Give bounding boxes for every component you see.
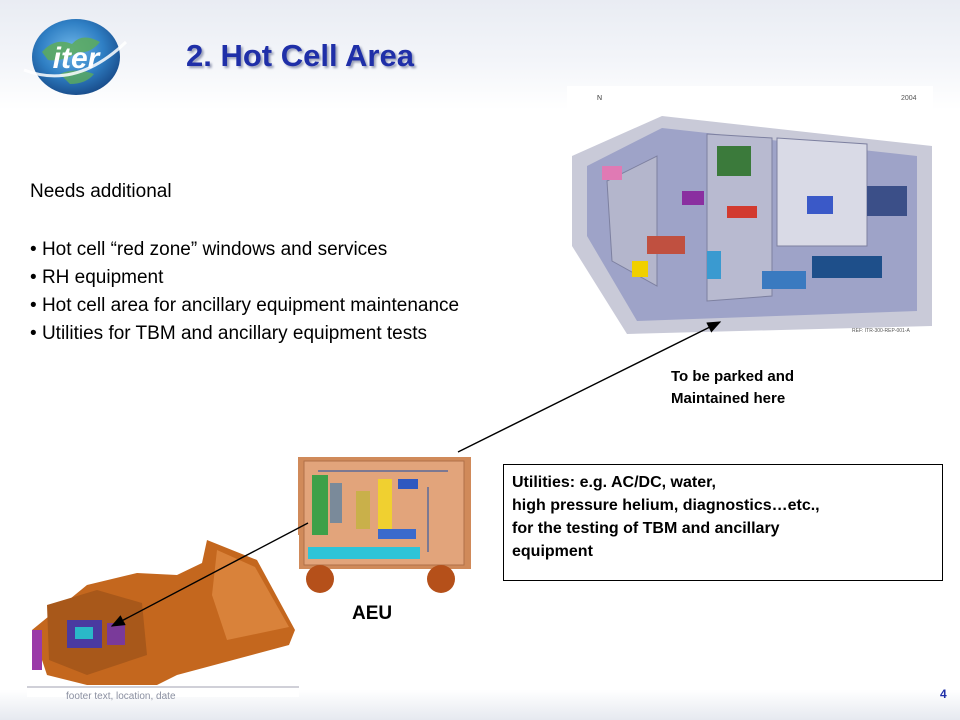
ref-label: REF: ITR-300-REP-001-A <box>852 328 910 334</box>
needs-list: Hot cell “red zone” windows and services… <box>30 236 459 348</box>
aeu-label: AEU <box>352 603 393 624</box>
park-note-line: Maintained here <box>671 390 786 407</box>
year-label: 2004 <box>901 95 917 102</box>
list-item: Hot cell “red zone” windows and services <box>30 236 459 264</box>
page-number: 4 <box>940 687 947 701</box>
north-label: N <box>597 95 602 102</box>
iter-logo-icon: iter <box>23 19 128 95</box>
utilities-line: equipment <box>512 543 593 560</box>
list-item: RH equipment <box>30 264 459 292</box>
footer-text: footer text, location, date <box>66 691 176 702</box>
hot-cell-building-image: N 2004 REF: ITR-300-REP-001-A <box>567 86 933 336</box>
utilities-line: Utilities: e.g. AC/DC, water, <box>512 474 716 491</box>
slide-title: 2. Hot Cell Area <box>186 38 414 73</box>
intro-text: Needs additional <box>30 181 172 202</box>
park-note: To be parked and Maintained here <box>671 366 871 410</box>
aeu-cart-image <box>298 457 471 593</box>
logo-text: iter <box>53 42 102 75</box>
list-item: Hot cell area for ancillary equipment ma… <box>30 292 459 320</box>
tokamak-cell-image <box>27 535 299 697</box>
utilities-box: Utilities: e.g. AC/DC, water, high press… <box>503 464 943 581</box>
utilities-line: for the testing of TBM and ancillary <box>512 520 780 537</box>
park-note-line: To be parked and <box>671 368 795 385</box>
list-item: Utilities for TBM and ancillary equipmen… <box>30 320 459 348</box>
utilities-line: high pressure helium, diagnostics…etc., <box>512 497 820 514</box>
